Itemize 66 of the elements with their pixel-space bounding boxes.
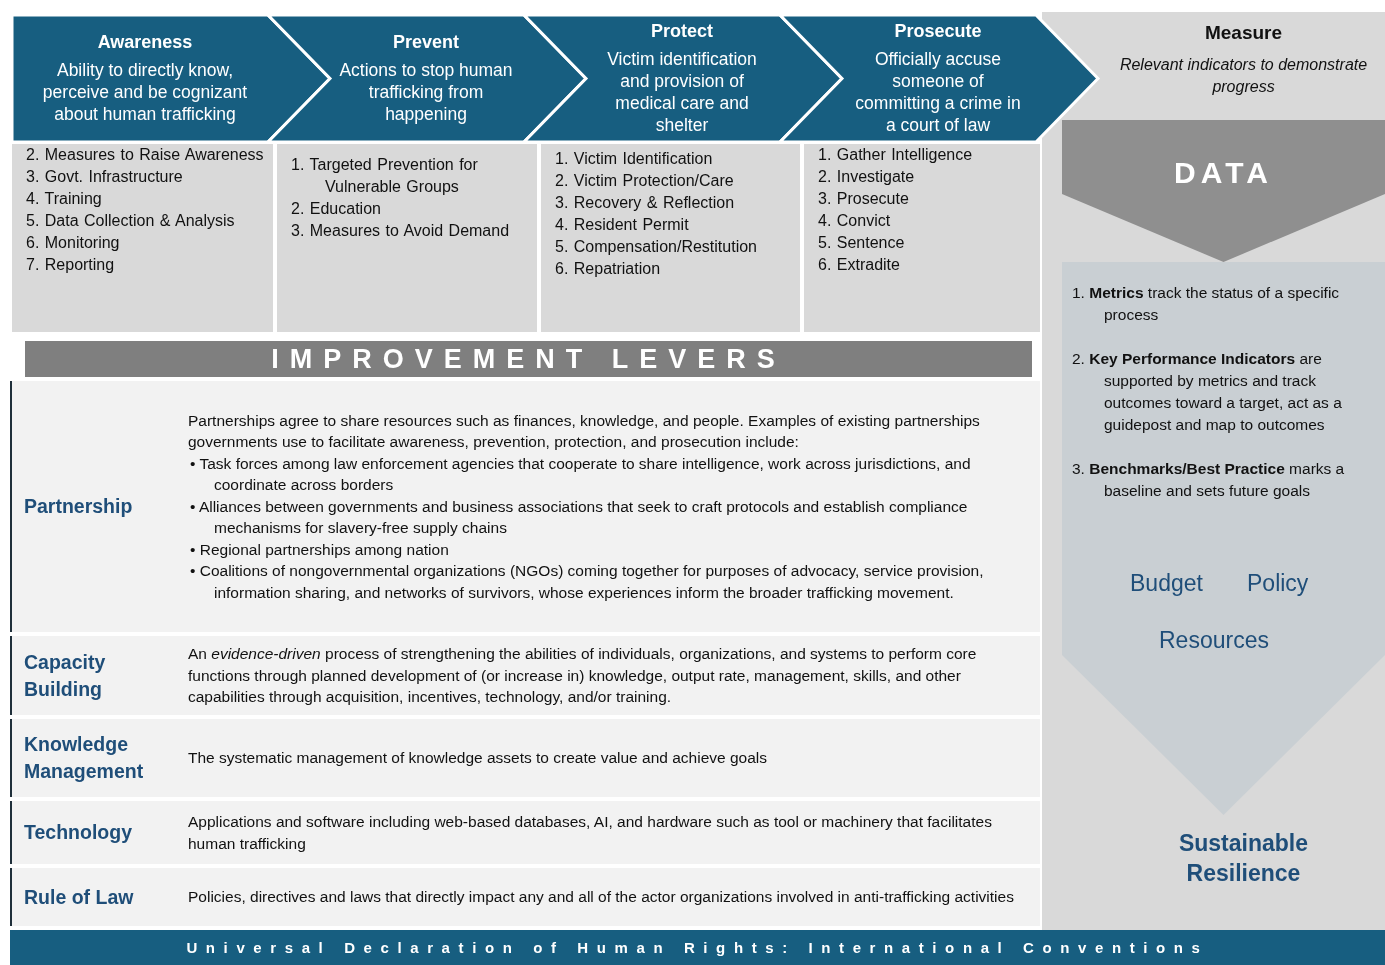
stage-description: Ability to directly know, perceive and be cognizant about human trafficking	[41, 59, 249, 125]
bullet-item: • Task forces among law enforcement agencies that cooperate to share intelligence, work across jurisdictions, and coordinate across borders	[190, 453, 972, 496]
bullet-item: • Alliances between governments and business associations that seek to craft protocols and establish compliance mechanisms for slavery-free supply chains	[190, 496, 969, 539]
stage-title: Prevent	[392, 32, 459, 53]
list-item: 1. Victim Identification	[555, 149, 714, 169]
lever-description: Applications and software including web-based databases, AI, and hardware such as tool or machinery that facilitates human trafficking	[188, 812, 993, 854]
lever-heading: Rule of Law	[23, 884, 135, 910]
list-item: 3. Measures to Avoid Demand	[291, 221, 511, 241]
stage-description: Actions to stop human trafficking from happening	[338, 59, 514, 125]
section-banner	[25, 341, 1032, 377]
lever-heading: Capacity Building	[23, 649, 107, 702]
stage-title: Protect	[651, 21, 713, 42]
stage-title: Awareness	[97, 32, 193, 53]
list-item: 6. Repatriation	[555, 259, 662, 279]
lever-description: An evidence-driven process of strengthening the abilities of individuals, organizations, and systems to perform core functions through planned development of (or increase in) knowledge, output rate, management, skills, and other capabilities through acquisition, incentives, technology, and/or training.	[188, 644, 978, 708]
footer-text: Universal Declaration of Human Rights: International Conventions	[186, 939, 1209, 956]
keyword-label: Resources	[1159, 627, 1269, 654]
lever-row	[10, 868, 1040, 926]
lever-heading: Technology	[23, 820, 133, 845]
list-panel	[12, 144, 273, 332]
list-panel	[277, 144, 537, 332]
chevron-label: DATA	[1174, 156, 1273, 191]
list-item: 2. Investigate	[818, 167, 916, 187]
keyword-label: Budget	[1130, 570, 1203, 597]
list-item: 6. Extradite	[818, 255, 901, 275]
list-item: 5. Sentence	[818, 233, 906, 253]
list-item: 4. Resident Permit	[555, 215, 690, 235]
indicator-shape	[1062, 262, 1385, 815]
list-item: 2. Victim Protection/Care	[555, 171, 735, 191]
list-item: 4. Convict	[818, 211, 892, 231]
list-item: 3. Govt. Infrastructure	[26, 167, 184, 187]
lever-heading: Knowledge Management	[23, 732, 145, 784]
list-item: 5. Data Collection & Analysis	[26, 211, 236, 231]
list-item: 6. Monitoring	[26, 233, 121, 253]
lever-row	[10, 636, 1040, 715]
list-item: 1. Targeted Prevention for Vulnerable Groups	[291, 155, 479, 197]
lever-description: The systematic management of knowledge assets to create value and achieve goals	[188, 748, 768, 769]
indicator-item: 3. Benchmarks/Best Practice marks a baseline and sets future goals	[1072, 459, 1346, 501]
list-panel	[804, 144, 1040, 332]
list-item: 7. Reporting	[26, 255, 116, 275]
bullet-item: • Regional partnerships among nation	[190, 539, 450, 560]
indicator-item: 1. Metrics track the status of a specific process	[1072, 283, 1341, 325]
panel-title: Measure	[1203, 22, 1284, 44]
lever-row	[10, 801, 1040, 864]
list-item: 1. Gather Intelligence	[818, 145, 974, 165]
lever-description: Partnerships agree to share resources such as finances, knowledge, and people. Examples of existing partnerships governments use to facilitate awareness, prevention, protection, and prosecution include:	[188, 410, 981, 453]
measure-panel	[1042, 12, 1385, 930]
indicator-item: 2. Key Performance Indicators are supported by metrics and track outcomes toward a target, act as a guidepost and map to outcomes	[1072, 349, 1343, 435]
banner-title: IMPROVEMENT LEVERS	[271, 343, 786, 375]
list-item: 3. Prosecute	[818, 189, 910, 209]
list-item: 5. Compensation/Restitution	[555, 237, 758, 257]
list-item: 2. Measures to Raise Awareness	[26, 145, 265, 165]
lever-description: Policies, directives and laws that directly impact any and all of the actor organizations involved in anti-trafficking activities	[188, 887, 1015, 908]
lever-row	[10, 719, 1040, 797]
list-item: 4. Training	[26, 189, 103, 209]
list-item: 2. Education	[291, 199, 382, 219]
outcome-label: Sustainable Resilience	[1177, 829, 1310, 888]
lever-heading: Partnership	[23, 494, 134, 519]
panel-subtitle: Relevant indicators to demonstrate progress	[1118, 55, 1369, 97]
lever-row	[10, 381, 1040, 632]
stage-description: Victim identification and provision of medical care and shelter	[606, 48, 758, 136]
list-panel	[541, 144, 800, 332]
list-item: 3. Recovery & Reflection	[555, 193, 736, 213]
bullet-item: • Coalitions of nongovernmental organizations (NGOs) coming together for purposes of advocacy, service provision, information sharing, and networks of survivors, whose experiences inform the broader trafficking movement.	[190, 561, 985, 603]
keyword-label: Policy	[1247, 570, 1309, 597]
footer-band	[10, 930, 1385, 965]
